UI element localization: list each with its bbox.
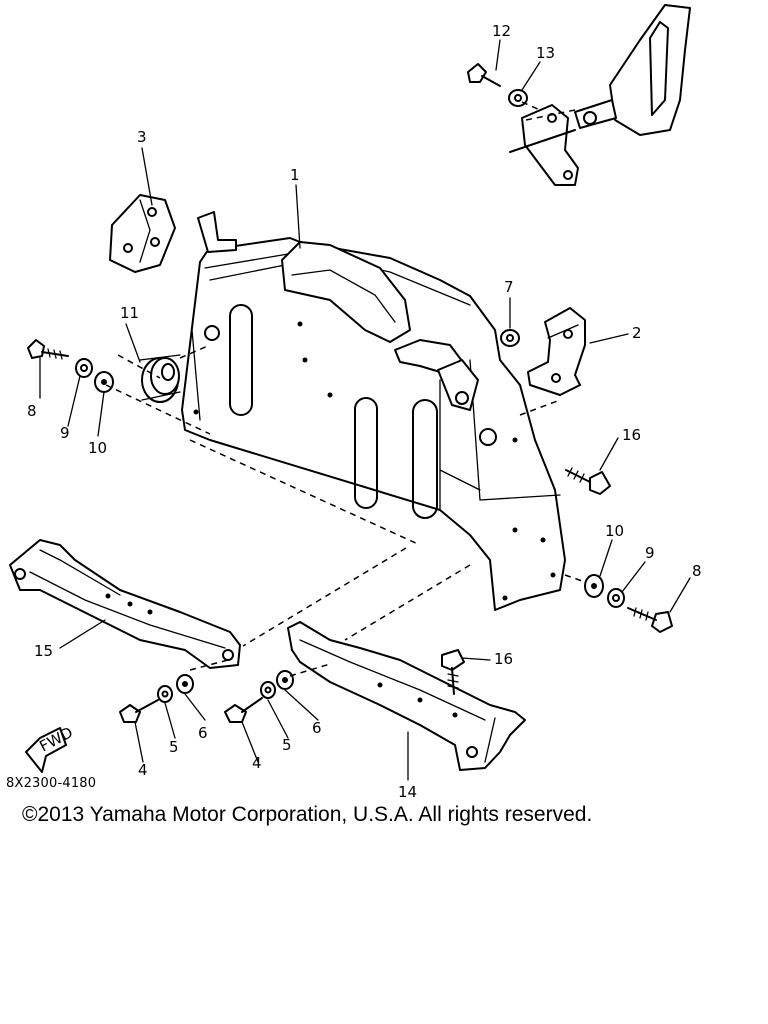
main-frame-bracket (181, 211, 566, 611)
callout-numbers: 1 2 3 4 4 5 5 6 6 7 8 8 9 9 10 10 11 12 … (27, 22, 702, 800)
callout-10-left: 10 (88, 439, 107, 457)
callout-6-left: 6 (198, 724, 208, 742)
right-cross-member (287, 621, 526, 771)
rubber-damper (139, 354, 181, 403)
assembly-guide-lines (105, 101, 586, 677)
exploded-parts-diagram: FWD 1 2 3 4 4 5 5 6 6 7 8 8 9 9 10 10 11… (9, 4, 702, 800)
callout-4-left: 4 (138, 761, 148, 779)
callout-15: 15 (34, 642, 53, 660)
callout-8-right: 8 (692, 562, 702, 580)
callout-16-lower: 16 (494, 650, 513, 668)
callout-5-right: 5 (282, 736, 292, 754)
right-side-hardware (565, 467, 673, 633)
callout-2: 2 (632, 324, 642, 342)
callout-14: 14 (398, 783, 417, 800)
callout-7: 7 (504, 278, 514, 296)
callout-1: 1 (290, 166, 300, 184)
callout-11: 11 (120, 304, 139, 322)
callout-10-right: 10 (605, 522, 624, 540)
callout-3: 3 (137, 128, 147, 146)
callout-leader-lines (39, 39, 691, 781)
callout-9-right: 9 (645, 544, 655, 562)
copyright-notice: ©2013 Yamaha Motor Corporation, U.S.A. A… (22, 803, 593, 826)
drawing-code: 8X2300-4180 (6, 776, 97, 791)
callout-8-left: 8 (27, 402, 37, 420)
callout-4-right: 4 (252, 754, 262, 772)
right-mounting-bracket (527, 307, 586, 396)
throttle-linkage-assembly (467, 4, 691, 186)
callout-12: 12 (492, 22, 511, 40)
forward-direction-arrow: FWD (25, 723, 76, 773)
callout-5-left: 5 (169, 738, 179, 756)
lower-fasteners (119, 670, 294, 723)
callout-6-right: 6 (312, 719, 322, 737)
callout-16-upper: 16 (622, 426, 641, 444)
callout-13: 13 (536, 44, 555, 62)
left-mounting-bracket (109, 194, 176, 273)
left-cross-member (9, 539, 241, 669)
callout-9-left: 9 (60, 424, 70, 442)
